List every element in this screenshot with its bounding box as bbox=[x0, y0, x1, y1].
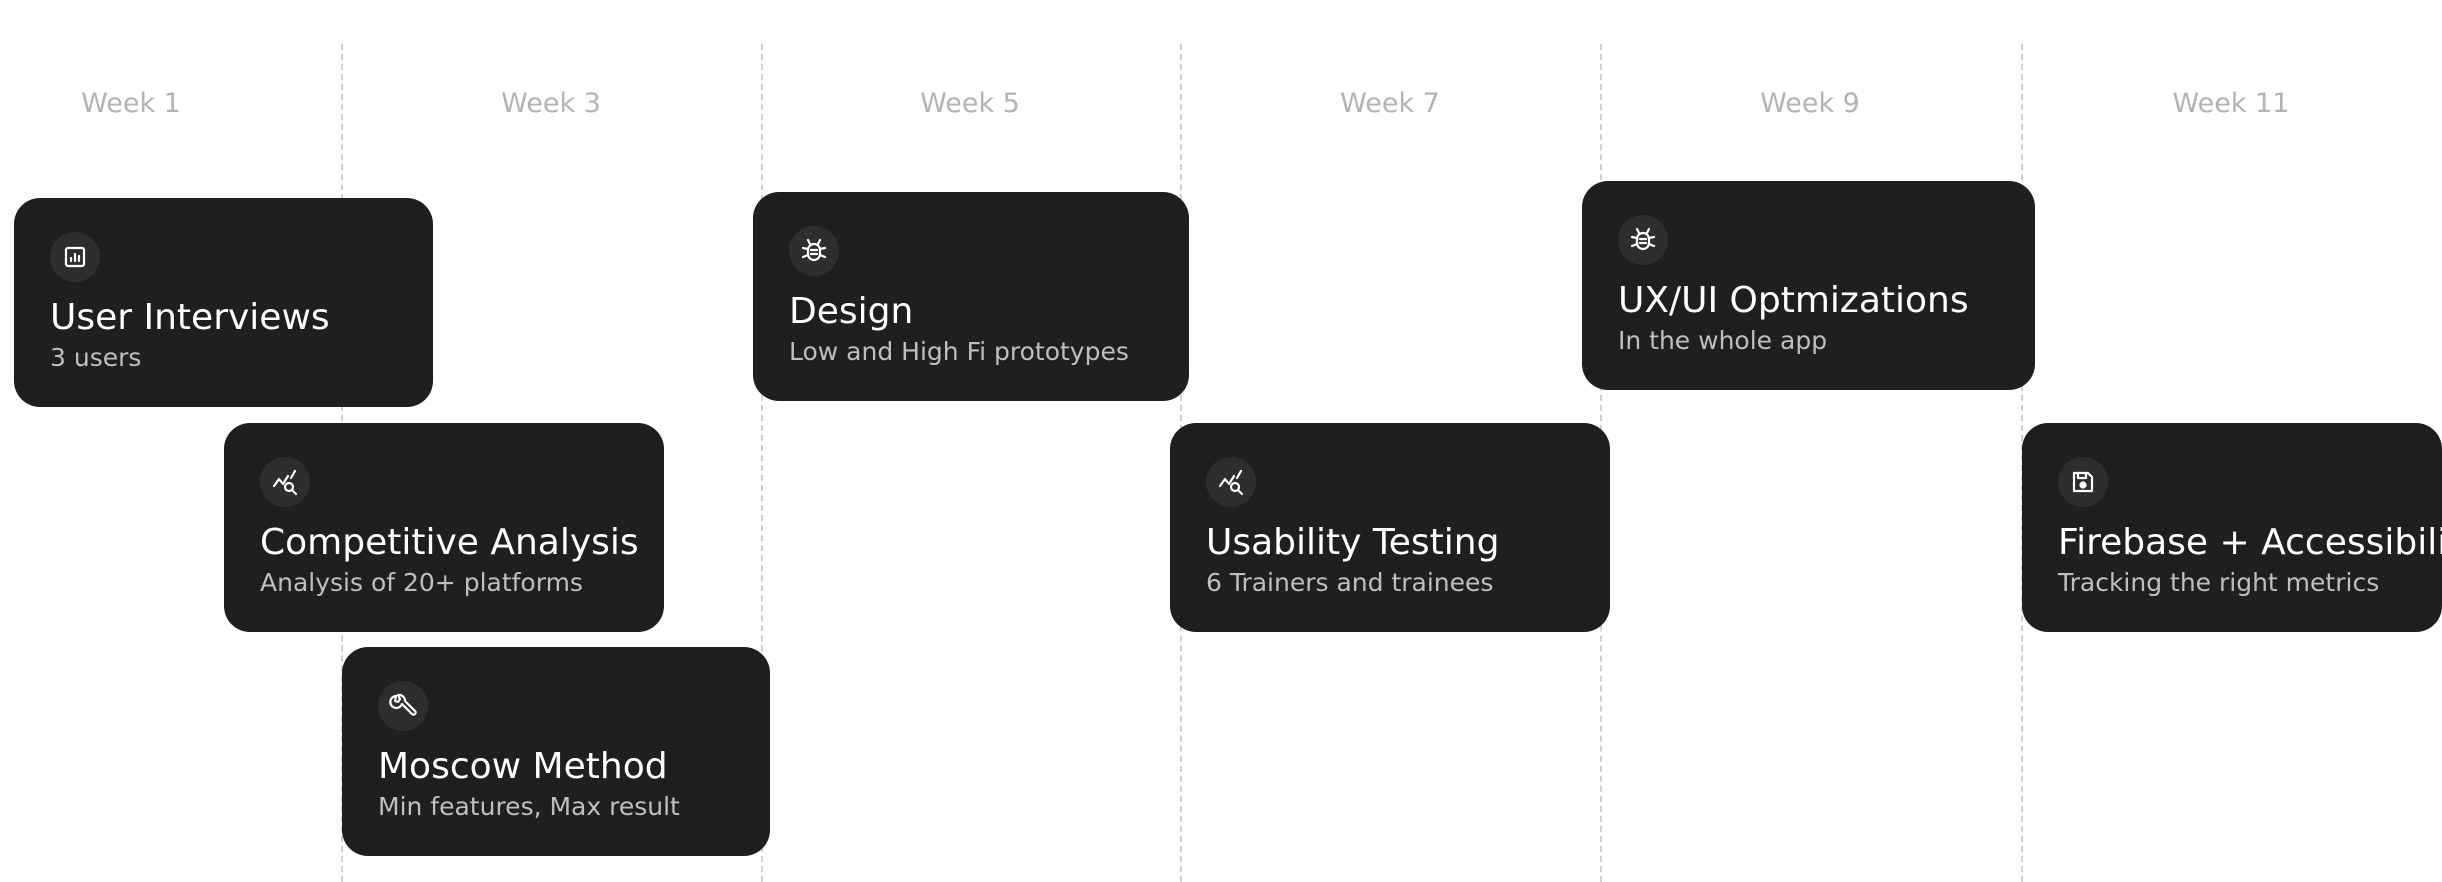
week-label: Week 3 bbox=[501, 88, 601, 119]
task-title: Usability Testing bbox=[1206, 522, 1500, 563]
week-label: Week 9 bbox=[1760, 88, 1860, 119]
wrench-icon bbox=[378, 681, 428, 731]
task-title: Competitive Analysis bbox=[260, 522, 639, 563]
task-title: Moscow Method bbox=[378, 746, 668, 787]
bug-icon bbox=[1618, 215, 1668, 265]
task-subtitle: Low and High Fi prototypes bbox=[789, 337, 1129, 366]
analytics-search-icon bbox=[1206, 457, 1256, 507]
task-card-usability-testing[interactable]: Usability Testing 6 Trainers and trainee… bbox=[1170, 423, 1610, 632]
task-subtitle: Tracking the right metrics bbox=[2058, 568, 2380, 597]
task-title: Design bbox=[789, 291, 914, 332]
week-label: Week 1 bbox=[81, 88, 181, 119]
task-card-design[interactable]: Design Low and High Fi prototypes bbox=[753, 192, 1189, 401]
task-subtitle: Analysis of 20+ platforms bbox=[260, 568, 583, 597]
week-label: Week 5 bbox=[920, 88, 1020, 119]
task-card-user-interviews[interactable]: User Interviews 3 users bbox=[14, 198, 433, 407]
task-card-ux-ui-optimizations[interactable]: UX/UI Optmizations In the whole app bbox=[1582, 181, 2035, 390]
task-card-firebase-accessibility[interactable]: Firebase + Accessibility Tracking the ri… bbox=[2022, 423, 2442, 632]
task-subtitle: In the whole app bbox=[1618, 326, 1828, 355]
task-card-moscow-method[interactable]: Moscow Method Min features, Max result bbox=[342, 647, 770, 856]
week-divider bbox=[761, 44, 763, 882]
save-disk-icon bbox=[2058, 457, 2108, 507]
task-subtitle: 6 Trainers and trainees bbox=[1206, 568, 1494, 597]
analytics-search-icon bbox=[260, 457, 310, 507]
week-label: Week 7 bbox=[1340, 88, 1440, 119]
task-subtitle: Min features, Max result bbox=[378, 792, 680, 821]
task-title: Firebase + Accessibility bbox=[2058, 522, 2442, 563]
task-title: UX/UI Optmizations bbox=[1618, 280, 1969, 321]
bug-icon bbox=[789, 226, 839, 276]
task-title: User Interviews bbox=[50, 297, 330, 338]
task-subtitle: 3 users bbox=[50, 343, 142, 372]
task-card-competitive-analysis[interactable]: Competitive Analysis Analysis of 20+ pla… bbox=[224, 423, 664, 632]
report-chart-icon bbox=[50, 232, 100, 282]
week-label: Week 11 bbox=[2172, 88, 2290, 119]
